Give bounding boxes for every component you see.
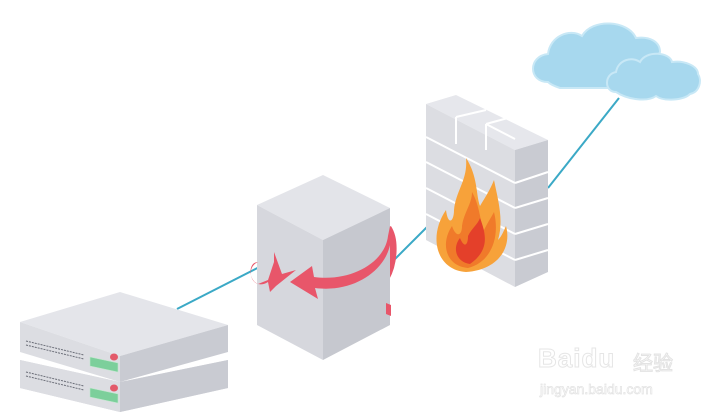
baidu-jingyan-watermark: Baidu 经验 jingyan.baidu.com bbox=[537, 343, 698, 403]
led-icon bbox=[110, 384, 118, 392]
fire-icon bbox=[436, 158, 508, 272]
server-stack-icon bbox=[20, 292, 228, 412]
watermark-brand: Baidu bbox=[537, 343, 616, 374]
proxy-box-icon bbox=[250, 175, 397, 360]
connection-lines bbox=[176, 97, 620, 310]
cloud-icon bbox=[532, 22, 701, 101]
led-icon bbox=[110, 353, 118, 361]
link-firewall-cloud bbox=[547, 97, 620, 189]
status-panel-icon bbox=[89, 387, 119, 404]
watermark-url: jingyan.baidu.com bbox=[540, 381, 654, 398]
status-panel-icon bbox=[89, 356, 119, 373]
redirect-arrow-icon bbox=[290, 226, 392, 299]
watermark-cn: 经验 bbox=[633, 351, 674, 376]
